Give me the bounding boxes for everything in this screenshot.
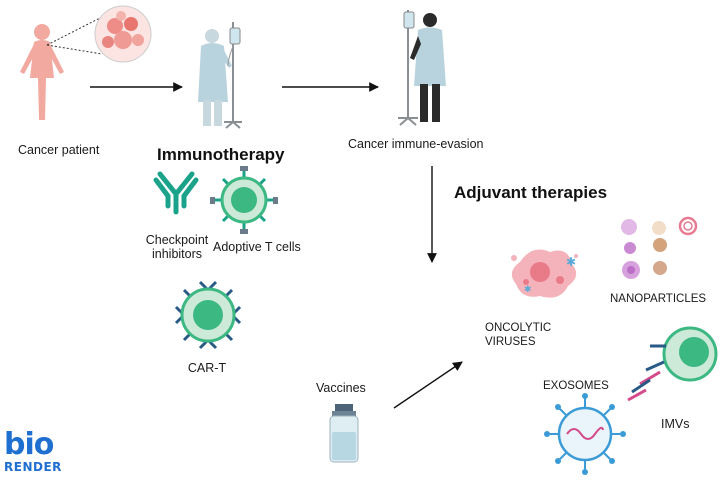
label-vaccines: Vaccines [316, 381, 366, 395]
exosome-icon [544, 393, 626, 475]
nanoparticles-icon [621, 216, 698, 279]
label-car-t: CAR-T [187, 361, 227, 375]
logo-bio: bio [4, 427, 54, 462]
label-cancer-patient: Cancer patient [18, 143, 100, 157]
adoptive-t-cell-icon [210, 166, 278, 234]
biorender-logo: bio RENDER [4, 427, 62, 475]
svg-text:✱: ✱ [524, 285, 532, 295]
label-imvs: IMVs [661, 417, 690, 431]
immune-evasion-figure [398, 10, 446, 126]
heading-immunotherapy: Immunotherapy [157, 145, 285, 164]
label-checkpoint-line1: Checkpoint [145, 233, 209, 247]
tumor-zoom-icon [46, 5, 152, 63]
svg-text:✱: ✱ [566, 255, 576, 269]
cancer-patient-figure [20, 24, 64, 120]
car-t-cell-icon [174, 280, 242, 350]
label-checkpoint-line2: inhibitors [151, 247, 203, 261]
label-oncolytic-line2: VIRUSES [485, 336, 536, 348]
vaccine-vial-icon [329, 404, 359, 463]
label-exosomes: EXOSOMES [543, 380, 609, 392]
heading-adjuvant-therapies: Adjuvant therapies [454, 183, 608, 202]
logo-render: RENDER [4, 460, 62, 474]
label-immune-evasion: Cancer immune-evasion [348, 137, 484, 151]
oncolytic-virus-icon: ✱ ✱ [511, 249, 578, 298]
checkpoint-inhibitor-icon [153, 171, 199, 215]
label-nanoparticles: NANOPARTICLES [610, 293, 707, 305]
label-adoptive-t-cells: Adoptive T cells [213, 240, 301, 254]
patient-iv-figure [198, 22, 242, 129]
label-oncolytic-line1: ONCOLYTIC [485, 322, 552, 334]
imv-cell-icon [627, 326, 718, 402]
arrow-vaccines-to-adjuvant [393, 361, 463, 409]
